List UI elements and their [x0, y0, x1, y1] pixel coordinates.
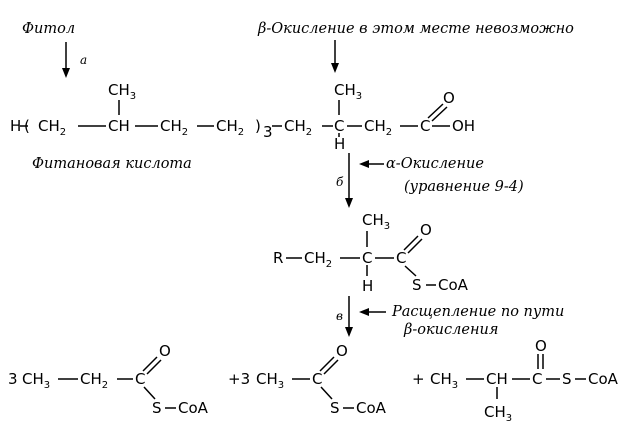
p2-dbl-1	[319, 356, 335, 372]
p2-c: C	[312, 370, 322, 388]
p2-coef: +3	[228, 370, 250, 388]
m1-ch3-top: CH3	[108, 81, 136, 102]
equation-ref-label: (уравнение 9-4)	[404, 179, 524, 195]
m1-h: H	[10, 117, 21, 135]
m2-c-acyl: C	[396, 249, 406, 267]
phytanic-acid-structure: H ( CH2 CH CH3 CH2 CH2 ) 3 CH2 C CH3 H C…	[10, 81, 475, 153]
p1-ch2: CH2	[80, 370, 108, 391]
product-propionyl-coa: 3 CH3 CH2 C O S CoA	[8, 342, 209, 417]
p3-s: S	[562, 370, 572, 388]
p3-ch3-bottom: CH3	[484, 403, 512, 424]
p1-c: C	[135, 370, 145, 388]
p1-o: O	[159, 342, 171, 360]
m1-ch3-top2: CH3	[334, 81, 362, 102]
p3-ch: CH	[486, 370, 508, 388]
p3-coa: CoA	[588, 370, 619, 388]
p2-ch3: CH3	[256, 370, 284, 391]
cleavage-label-1: Расщепление по пути	[391, 304, 564, 320]
arrow-v-head	[345, 327, 353, 337]
p1-s: S	[152, 399, 162, 417]
m1-dbl-1	[427, 103, 444, 119]
m1-repeat: 3	[263, 123, 273, 141]
alpha-oxidation-product-structure: R CH2 C CH3 H C O S CoA	[273, 211, 469, 295]
p1-coa: CoA	[178, 399, 209, 417]
m2-s: S	[412, 276, 422, 294]
m1-ch2-2: CH2	[160, 117, 188, 138]
m2-ch3: CH3	[362, 211, 390, 232]
step-b-label: б	[336, 175, 344, 189]
m1-c-acid: C	[420, 117, 430, 135]
p2-s: S	[330, 399, 340, 417]
m1-ch2-6: CH2	[364, 117, 392, 138]
p2-bond-s	[320, 386, 333, 400]
phytanic-acid-label: Фитановая кислота	[32, 156, 192, 172]
alpha-pointer-head	[359, 160, 369, 168]
arrow-a-head	[62, 68, 70, 78]
m1-ch2-3: CH2	[216, 117, 244, 138]
product-acetyl-coa: +3 CH3 C O S CoA	[228, 342, 387, 417]
m1-paren-close: )	[255, 117, 261, 135]
product-isobutyryl-coa: + CH3 CH CH3 C O S CoA	[412, 337, 619, 424]
m1-h-bottom: H	[334, 135, 345, 153]
m1-c-center: C	[334, 117, 344, 135]
step-a-label: а	[80, 53, 87, 67]
p1-coef: 3	[8, 370, 18, 388]
m1-ch-branch: CH	[108, 117, 130, 135]
p1-dbl-1	[142, 356, 158, 372]
p3-ch3: CH3	[430, 370, 458, 391]
p1-dbl-2	[146, 359, 162, 375]
p3-plus: +	[412, 370, 425, 388]
m1-dbl-2	[431, 106, 448, 122]
m2-o: O	[420, 221, 432, 239]
p3-c: C	[532, 370, 542, 388]
cleavage-label-2: β-окисления	[403, 322, 498, 338]
step-v-label: в	[336, 309, 343, 323]
p3-o: O	[535, 337, 547, 355]
beta-impossible-label: β-Окисление в этом месте невозможно	[257, 21, 574, 37]
arrow-b-head	[345, 198, 353, 208]
m1-o-top: O	[443, 89, 455, 107]
p2-dbl-2	[323, 359, 339, 375]
p2-o: O	[336, 342, 348, 360]
beta-pointer-head	[331, 63, 339, 73]
cleavage-pointer-head	[359, 308, 369, 316]
m1-ch2-5: CH2	[284, 117, 312, 138]
m1-ch2-1: CH2	[38, 117, 66, 138]
p2-coa: CoA	[356, 399, 387, 417]
m2-c: C	[362, 249, 372, 267]
m2-h: H	[362, 277, 373, 295]
p1-ch3: CH3	[22, 370, 50, 391]
m2-coa: CoA	[438, 276, 469, 294]
alpha-oxidation-label: α-Окисление	[386, 156, 484, 172]
m2-r: R	[273, 249, 283, 267]
m2-dbl-2	[407, 238, 423, 254]
p1-bond-s	[143, 386, 156, 400]
m2-bond-s	[404, 265, 417, 277]
m1-oh: OH	[452, 117, 475, 135]
m2-ch2: CH2	[304, 249, 332, 270]
m2-dbl-1	[403, 235, 419, 251]
phytol-label: Фитол	[22, 21, 75, 37]
